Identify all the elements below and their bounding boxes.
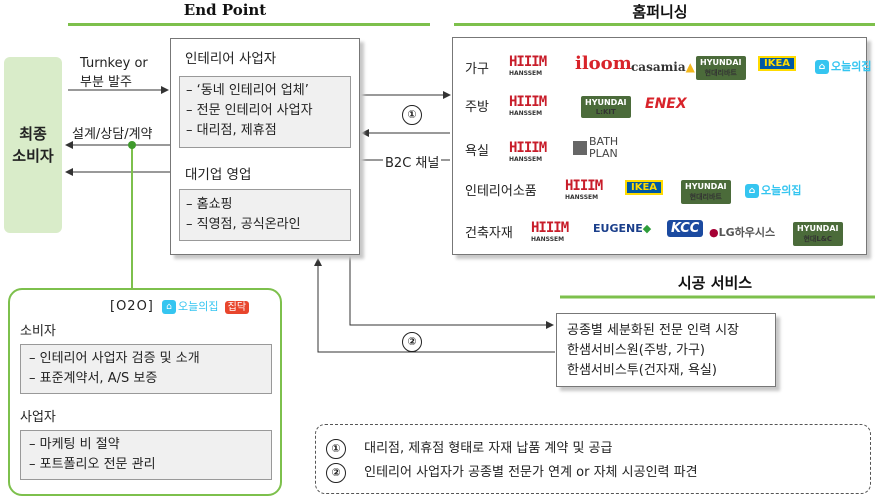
turnkey-label-1: Turnkey or: [80, 56, 148, 71]
corp-item: – 직영점, 공식온라인: [186, 217, 301, 232]
o2o-business-list: – 마케팅 비 절약 – 포트폴리오 전문 관리: [20, 430, 272, 480]
note-row: ① 대리점, 제휴점 형태로 자재 납품 계약 및 공급: [326, 439, 860, 459]
note-marker: ①: [326, 439, 346, 459]
o2o-business-label: 사업자: [20, 410, 56, 425]
lg-hausys-logo: ●LG하우시스: [709, 226, 776, 239]
iloom-logo: iloom: [575, 53, 632, 74]
arrow-2-out: [349, 255, 554, 329]
category-furniture: 가구: [465, 62, 489, 77]
ikea-logo: IKEA: [625, 180, 664, 195]
o2o-business-item: – 마케팅 비 절약: [29, 437, 120, 452]
marker-1: ①: [402, 103, 422, 125]
ohouse-logo: ⌂오늘의집: [815, 58, 871, 74]
note-text: 인테리어 사업자가 공종별 전문가 연계 or 자체 시공인력 파견: [364, 465, 698, 480]
o2o-consumer-label: 소비자: [20, 324, 56, 339]
note-marker: ②: [326, 463, 346, 483]
ikea-logo: IKEA: [758, 56, 797, 71]
service-line: 공종별 세분화된 전문 인력 시장: [567, 323, 740, 338]
header-home-furnishing-line: [454, 23, 875, 26]
service-line: 한샘서비스투(건자재, 욕실): [567, 363, 717, 378]
o2o-consumer-list: – 인테리어 사업자 검증 및 소개 – 표준계약서, A/S 보증: [20, 344, 272, 394]
notes-box: ① 대리점, 제휴점 형태로 자재 납품 계약 및 공급 ② 인테리어 사업자가…: [315, 424, 871, 494]
o2o-ohouse-logo: ⌂오늘의집: [162, 300, 219, 314]
design-label: 설계/상담/계약: [72, 127, 153, 142]
header-end-point: End Point: [183, 1, 267, 19]
corp-list: – 홈쇼핑 – 직영점, 공식온라인: [179, 189, 351, 241]
ohouse-logo: ⌂오늘의집: [745, 182, 801, 198]
o2o-consumer-item: – 표준계약서, A/S 보증: [29, 371, 158, 386]
header-construction: 시공 서비스: [677, 274, 753, 292]
o2o-connector-dot: [128, 141, 136, 149]
o2o-box: [O2O] ⌂오늘의집 집닥 소비자 – 인테리어 사업자 검증 및 소개 – …: [8, 288, 282, 496]
arrow-2-back: [314, 258, 555, 353]
enex-logo: ENEX: [645, 96, 687, 112]
note-row: ② 인테리어 사업자가 공종별 전문가 연계 or 자체 시공인력 파견: [326, 463, 860, 483]
o2o-consumer-item: – 인테리어 사업자 검증 및 소개: [29, 351, 200, 366]
eugene-logo: EUGENE◆: [593, 222, 652, 235]
category-interior-goods: 인테리어소품: [465, 184, 537, 199]
header-home-furnishing: 홈퍼니싱: [632, 3, 688, 21]
o2o-business-item: – 포트폴리오 전문 관리: [29, 457, 156, 472]
o2o-title-row: [O2O] ⌂오늘의집 집닥: [110, 298, 250, 314]
construction-service-box: 공종별 세분화된 전문 인력 시장 한샘서비스원(주방, 가구) 한샘서비스투(…: [556, 313, 776, 387]
interior-item: – ‘동네 인테리어 업체’: [186, 83, 309, 98]
casamia-logo: casamia▲: [631, 60, 695, 74]
end-consumer-line2: 소비자: [12, 147, 54, 165]
note-text: 대리점, 제휴점 형태로 자재 납품 계약 및 공급: [364, 441, 613, 456]
category-building-materials: 건축자재: [465, 226, 513, 241]
header-end-point-line: [68, 23, 430, 26]
zipdoc-logo: 집닥: [224, 301, 250, 314]
category-bath: 욕실: [465, 144, 489, 159]
interior-item: – 대리점, 제휴점: [186, 123, 277, 138]
interior-list: – ‘동네 인테리어 업체’ – 전문 인테리어 사업자 – 대리점, 제휴점: [179, 76, 351, 148]
end-consumer-box: 최종 소비자: [4, 57, 62, 233]
corp-item: – 홈쇼핑: [186, 197, 233, 212]
o2o-title: [O2O]: [110, 299, 154, 314]
marker-2: ②: [402, 330, 422, 352]
end-consumer-line1: 최종: [19, 125, 47, 143]
corp-title: 대기업 영업: [185, 167, 252, 183]
service-line: 한샘서비스원(주방, 가구): [567, 343, 706, 358]
interior-item: – 전문 인테리어 사업자: [186, 103, 313, 118]
kcc-logo: KCC: [667, 220, 704, 237]
end-point-box: 인테리어 사업자 – ‘동네 인테리어 업체’ – 전문 인테리어 사업자 – …: [170, 38, 360, 255]
interior-title: 인테리어 사업자: [185, 51, 277, 67]
category-kitchen: 주방: [465, 100, 489, 115]
turnkey-label-2: 부분 발주: [80, 75, 132, 90]
b2c-label: B2C 채널: [383, 152, 442, 171]
